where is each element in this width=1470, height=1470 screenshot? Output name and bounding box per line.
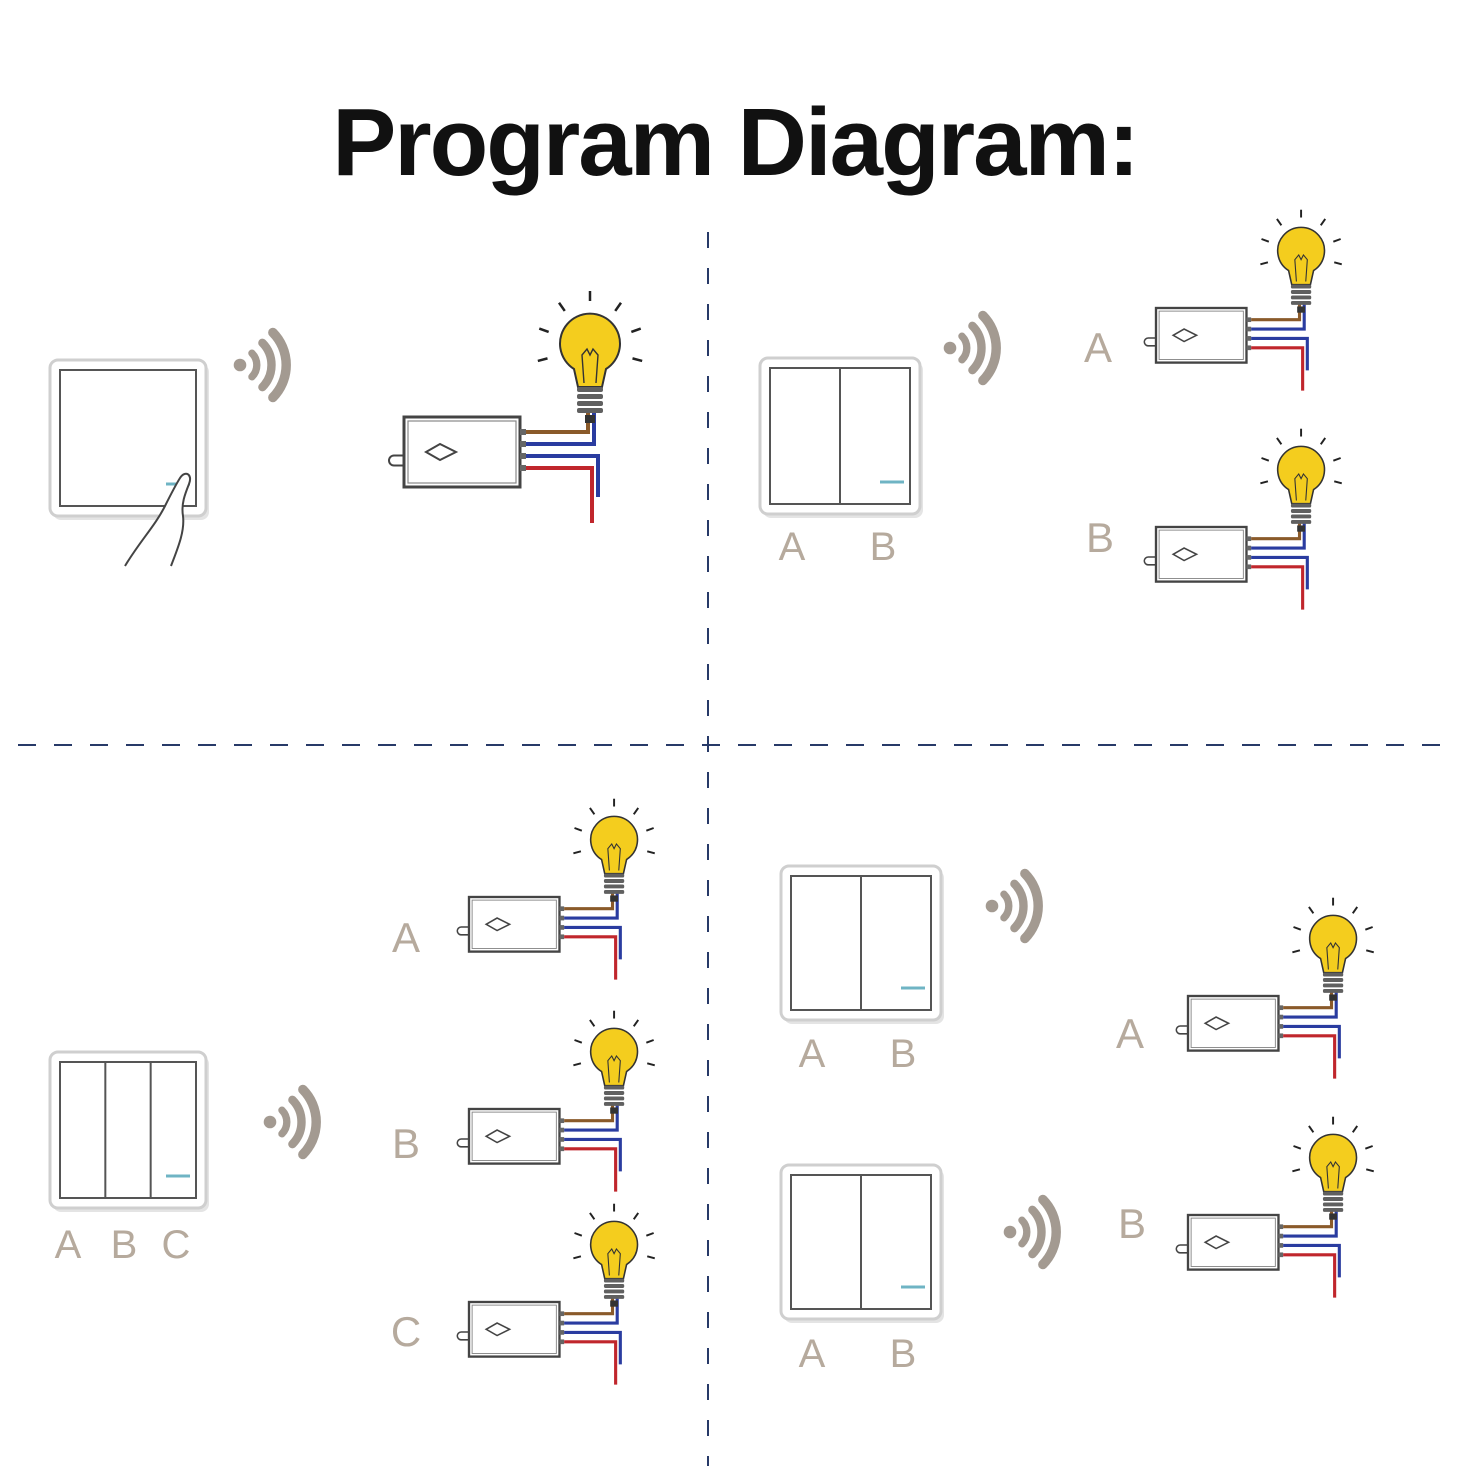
- receiver-label-c: C: [391, 1308, 421, 1355]
- light-bulb-icon: [1292, 1116, 1375, 1220]
- one-gang-switch: [48, 358, 209, 567]
- receiver-a: [456, 798, 656, 980]
- receiver-c: [456, 1203, 656, 1385]
- receiver-one: [388, 291, 643, 523]
- wireless-signal-icon: [233, 327, 291, 403]
- switch-label-b: B: [870, 525, 897, 569]
- light-bulb-icon: [537, 291, 643, 423]
- receiver-a: [1175, 897, 1375, 1079]
- receiver-label-a: A: [1084, 324, 1112, 371]
- receiver-a: [1143, 209, 1343, 391]
- light-bulb-icon: [1292, 897, 1375, 1001]
- receiver-b: [456, 1010, 656, 1192]
- switch-label-a: A: [55, 1223, 82, 1267]
- receiver-label-a: A: [392, 914, 420, 961]
- two-gang-switch-2: [779, 1163, 944, 1323]
- page-title: Program Diagram:: [332, 89, 1140, 196]
- two-gang-switch-1: [779, 864, 944, 1024]
- receiver-b: [1175, 1116, 1375, 1298]
- light-bulb-icon: [573, 1010, 656, 1114]
- receiver-label-b: B: [1086, 514, 1114, 561]
- two-gang-switch: [758, 356, 923, 518]
- wireless-signal-icon: [985, 868, 1043, 944]
- switch-label-a: A: [779, 525, 806, 569]
- switch-2-label-b: B: [890, 1332, 917, 1376]
- switch-label-b: B: [111, 1223, 138, 1267]
- switch-1-label-b: B: [890, 1032, 917, 1076]
- light-bulb-icon: [1260, 209, 1343, 313]
- receiver-b: [1143, 428, 1343, 610]
- wireless-signal-icon: [263, 1084, 321, 1160]
- switch-label-c: C: [162, 1223, 191, 1267]
- wireless-signal-icon: [943, 310, 1001, 386]
- switch-2-label-a: A: [799, 1332, 826, 1376]
- light-bulb-icon: [573, 1203, 656, 1307]
- hand-icon: [124, 472, 191, 567]
- switch-1-label-a: A: [799, 1032, 826, 1076]
- receiver-label-b: B: [1118, 1200, 1146, 1247]
- light-bulb-icon: [1260, 428, 1343, 532]
- light-bulb-icon: [573, 798, 656, 902]
- three-gang-switch: [48, 1050, 209, 1212]
- receiver-label-b: B: [392, 1120, 420, 1167]
- wireless-signal-icon: [1003, 1194, 1061, 1270]
- receiver-label-a: A: [1116, 1010, 1144, 1057]
